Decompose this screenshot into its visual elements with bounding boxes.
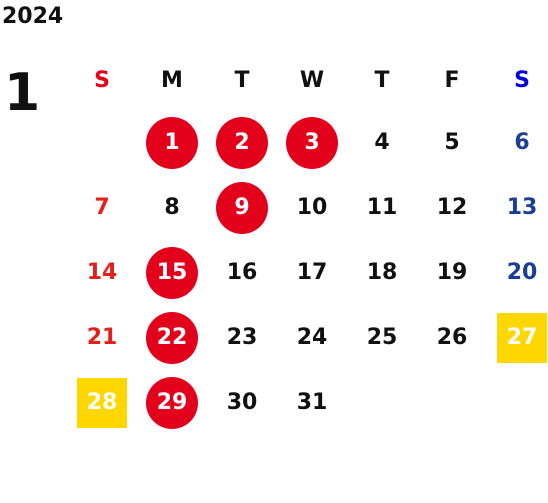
- day-cell[interactable]: 21: [67, 305, 137, 370]
- highlighted-date: 28: [77, 377, 127, 428]
- day-cell[interactable]: 22: [137, 305, 207, 370]
- holiday-date: 15: [146, 246, 198, 299]
- date-number: 25: [366, 324, 398, 350]
- day-cell[interactable]: 4: [347, 110, 417, 175]
- date-number: 20: [506, 259, 538, 285]
- holiday-date: 1: [146, 116, 198, 169]
- date-number: 13: [506, 194, 538, 220]
- day-cell: [67, 110, 137, 175]
- date-number: 6: [514, 129, 530, 155]
- weekday-header-saturday: S: [514, 67, 530, 93]
- day-cell[interactable]: 1: [137, 110, 207, 175]
- week-row: 21 22 23 24 25 26 27: [67, 305, 548, 370]
- day-cell[interactable]: 13: [487, 175, 548, 240]
- date-number: 21: [86, 324, 118, 350]
- day-cell: [347, 370, 417, 435]
- day-cell[interactable]: 30: [207, 370, 277, 435]
- day-cell[interactable]: 5: [417, 110, 487, 175]
- day-cell: [487, 370, 548, 435]
- weekday-header-sunday: S: [94, 67, 110, 93]
- day-cell[interactable]: 28: [67, 370, 137, 435]
- date-number: 11: [366, 194, 398, 220]
- day-cell[interactable]: 12: [417, 175, 487, 240]
- highlighted-date: 27: [497, 312, 547, 363]
- day-cell[interactable]: 14: [67, 240, 137, 305]
- day-cell[interactable]: 16: [207, 240, 277, 305]
- date-number: 10: [296, 194, 328, 220]
- holiday-date: 3: [286, 116, 338, 169]
- week-row: 7 8 9 10 11 12 13: [67, 175, 548, 240]
- holiday-date: 9: [216, 181, 268, 234]
- weekday-header-tuesday: T: [234, 67, 250, 93]
- day-cell[interactable]: 20: [487, 240, 548, 305]
- date-number: 17: [296, 259, 328, 285]
- day-cell[interactable]: 18: [347, 240, 417, 305]
- day-cell[interactable]: 2: [207, 110, 277, 175]
- date-number: 16: [226, 259, 258, 285]
- date-number: 7: [94, 194, 110, 220]
- day-cell: [417, 370, 487, 435]
- date-number: 19: [436, 259, 468, 285]
- month-label: 1: [4, 63, 41, 123]
- holiday-date: 29: [146, 376, 198, 429]
- weekday-header-wednesday: W: [299, 67, 325, 93]
- date-number: 30: [226, 389, 258, 415]
- year-label: 2024: [2, 4, 64, 29]
- day-cell[interactable]: 11: [347, 175, 417, 240]
- day-cell[interactable]: 23: [207, 305, 277, 370]
- weekday-header-monday: M: [161, 67, 183, 93]
- date-number: 31: [296, 389, 328, 415]
- weekday-header-friday: F: [444, 67, 460, 93]
- date-number: 5: [444, 129, 460, 155]
- day-cell[interactable]: 17: [277, 240, 347, 305]
- date-number: 4: [374, 129, 390, 155]
- day-cell[interactable]: 29: [137, 370, 207, 435]
- date-number: 12: [436, 194, 468, 220]
- weekday-header-thursday: T: [374, 67, 390, 93]
- day-cell[interactable]: 6: [487, 110, 548, 175]
- date-number: 18: [366, 259, 398, 285]
- week-row: 28 29 30 31: [67, 370, 548, 435]
- day-cell[interactable]: 3: [277, 110, 347, 175]
- day-cell[interactable]: 25: [347, 305, 417, 370]
- date-number: 24: [296, 324, 328, 350]
- week-row: 14 15 16 17 18 19 20: [67, 240, 548, 305]
- day-cell[interactable]: 24: [277, 305, 347, 370]
- day-cell[interactable]: 31: [277, 370, 347, 435]
- date-number: 26: [436, 324, 468, 350]
- date-number: 14: [86, 259, 118, 285]
- day-cell[interactable]: 10: [277, 175, 347, 240]
- date-number: 8: [164, 194, 180, 220]
- day-cell[interactable]: 27: [487, 305, 548, 370]
- day-cell[interactable]: 7: [67, 175, 137, 240]
- holiday-date: 22: [146, 311, 198, 364]
- day-cell[interactable]: 8: [137, 175, 207, 240]
- day-cell[interactable]: 15: [137, 240, 207, 305]
- day-cell[interactable]: 9: [207, 175, 277, 240]
- date-number: 23: [226, 324, 258, 350]
- holiday-date: 2: [216, 116, 268, 169]
- day-cell[interactable]: 19: [417, 240, 487, 305]
- weekday-header-row: S M T W T F S: [67, 50, 548, 110]
- day-cell[interactable]: 26: [417, 305, 487, 370]
